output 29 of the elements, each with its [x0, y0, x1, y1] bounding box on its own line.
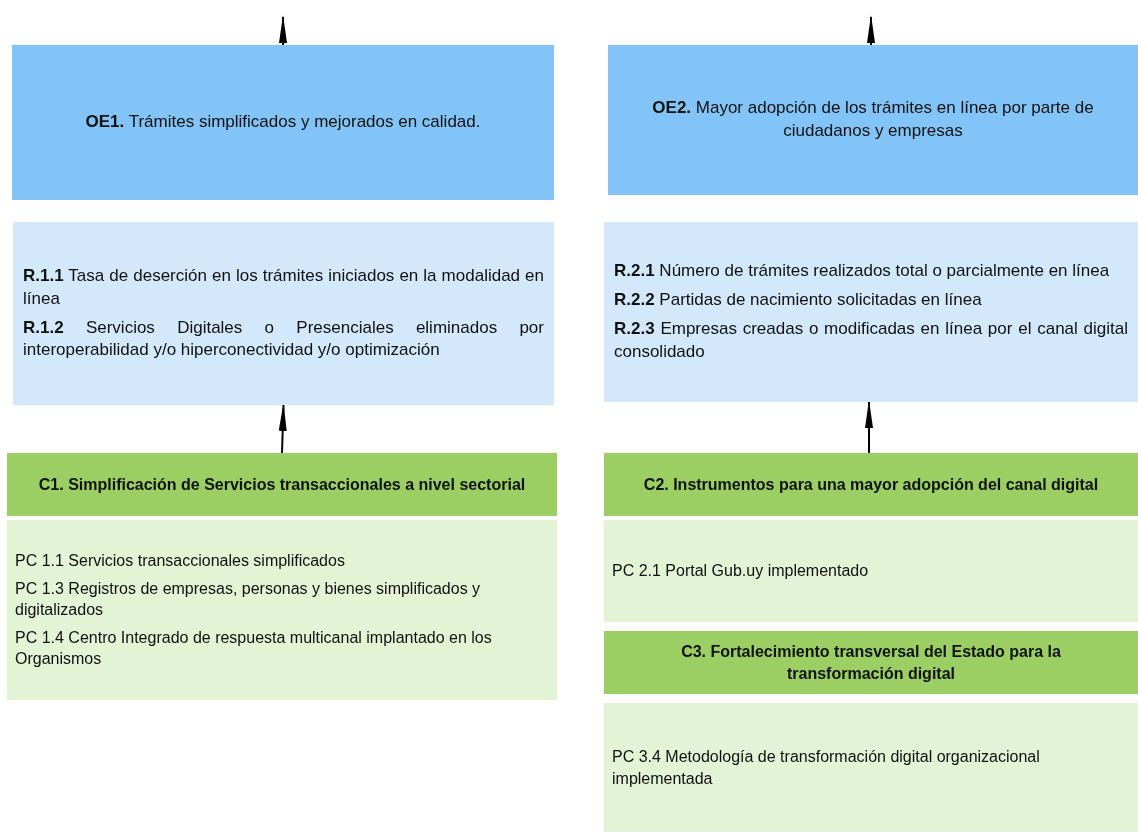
objective-text: OE1. Trámites simplificados y mejorados en calidad.: [84, 111, 482, 134]
product-text: PC 1.4 Centro Integrado de respuesta multicanal implantado en los Organismos: [15, 627, 493, 670]
component-box: [604, 453, 1138, 516]
objective-text: OE2. Mayor adopción de los trámites en línea por parte de ciudadanos y empresas: [651, 97, 1095, 142]
product-box: [604, 703, 1138, 832]
result-box: [13, 222, 554, 405]
arrow: [867, 15, 875, 46]
objective-box: [608, 45, 1138, 195]
result-box: [604, 222, 1138, 402]
objective-box: [12, 45, 554, 200]
result-text: R.1.2 Servicios Digitales o Presenciales eliminados por interoperabilidad y/o hiperconectividad y/o optimización: [23, 316, 544, 362]
component-box: [7, 453, 557, 516]
arrow: [278, 403, 287, 454]
component-box: [604, 631, 1138, 694]
product-text: PC 1.1 Servicios transaccionales simplificados: [15, 551, 346, 571]
product-text: PC 2.1 Portal Gub.uy implementado: [612, 561, 870, 582]
result-text: R.2.3 Empresas creadas o modificadas en línea por el canal digital consolidado: [614, 318, 1128, 363]
result-text: R.2.1 Número de trámites realizados total o parcialmente en línea: [614, 260, 1111, 283]
product-text: PC 1.3 Registros de empresas, personas y bienes simplificados y digitalizados: [15, 578, 482, 621]
result-text: R.2.2 Partidas de nacimiento solicitadas en línea: [614, 289, 983, 312]
result-text: R.1.1 Tasa de deserción en los trámites iniciados en la modalidad en línea: [23, 264, 544, 310]
product-box: [604, 520, 1138, 622]
arrow: [279, 15, 287, 46]
component-text: C3. Fortalecimiento transversal del Estado para la transformación digital: [680, 641, 1062, 684]
product-box: [7, 520, 557, 700]
component-text: C1. Simplificación de Servicios transaccionales a nivel sectorial: [37, 474, 527, 495]
component-text: C2. Instrumentos para una mayor adopción del canal digital: [642, 474, 1100, 495]
arrow: [865, 400, 873, 454]
product-text: PC 3.4 Metodología de transformación digital organizacional implementada: [612, 746, 1041, 789]
